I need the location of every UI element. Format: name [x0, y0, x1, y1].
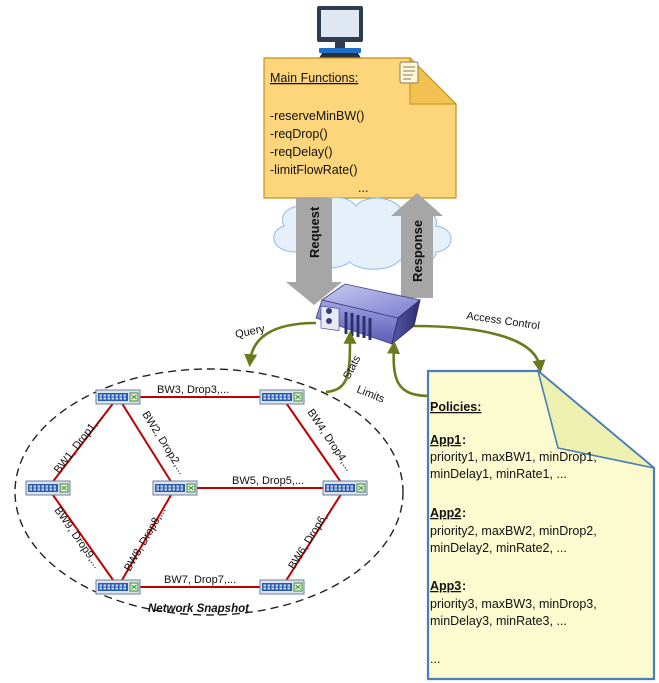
network-snapshot-boundary: [14, 368, 404, 616]
function-req-drop: -reqDrop(): [270, 127, 328, 141]
policies-document: Policies: App1 : priority1, maxBW1, minD…: [426, 368, 656, 681]
policies-ellipsis: ...: [430, 652, 440, 666]
link-bw9: [47, 487, 119, 588]
access-control-label: Access Control: [466, 310, 541, 332]
app3-colon: :: [462, 579, 466, 593]
app1-colon: :: [462, 433, 466, 447]
network-links: [47, 396, 346, 588]
link-bw1: [47, 396, 119, 489]
switch-icon: [259, 579, 305, 595]
function-ellipsis: ...: [358, 181, 368, 195]
link-label-bw5: BW5, Drop5,...: [232, 475, 304, 487]
controller-server-icon: [315, 283, 421, 346]
computer-icon: [317, 6, 363, 60]
switch-icon: [95, 389, 141, 405]
function-limit-flow-rate: -limitFlowRate(): [270, 163, 358, 177]
link-bw2: [117, 396, 176, 489]
app3-params-line2: minDelay3, minRate3, ...: [430, 614, 567, 628]
switch-icon: [152, 480, 198, 496]
policies-title: Policies:: [430, 400, 481, 414]
app2-colon: :: [462, 506, 466, 520]
link-bw4: [281, 396, 346, 489]
switch-icon: [259, 389, 305, 405]
network-snapshot-label: Network Snapshot: [148, 603, 250, 615]
link-label-bw8: BW8, Drop8,...: [122, 505, 168, 573]
stats-arrow: [325, 330, 357, 394]
limits-arrow: [387, 340, 431, 398]
link-bw8: [117, 487, 176, 588]
switch-icon: [95, 579, 141, 595]
switch-icon: [322, 480, 368, 496]
app2-name: App2: [430, 506, 461, 520]
app3-params-line1: priority3, maxBW3, minDrop3,: [430, 597, 597, 611]
stats-label: Stats: [341, 353, 364, 381]
request-arrow: Request: [286, 198, 342, 305]
response-arrow: Response: [391, 193, 443, 298]
link-label-bw7: BW7, Drop7,...: [164, 574, 236, 586]
scroll-icon: [399, 61, 419, 84]
app1-name: App1: [430, 433, 461, 447]
access-control-arrow: [413, 324, 546, 374]
main-functions-title: Main Functions:: [270, 71, 358, 85]
function-reserve-min-bw: -reserveMinBW(): [270, 109, 364, 123]
limits-label: Limits: [355, 384, 387, 406]
app3-name: App3: [430, 579, 461, 593]
app2-params-line2: minDelay2, minRate2, ...: [430, 541, 567, 555]
app2-params-line1: priority2, maxBW2, minDrop2,: [430, 524, 597, 538]
link-label-bw1: BW1, Drop1,...: [52, 412, 106, 476]
link-bw6: [281, 487, 346, 588]
app1-params-line1: priority1, maxBW1, minDrop1,: [430, 450, 597, 464]
switch-icon: [25, 480, 71, 496]
link-label-bw9: BW9, Drop9,...: [52, 505, 103, 571]
request-label: Request: [307, 206, 322, 258]
link-label-bw3: BW3, Drop3,...: [157, 384, 229, 396]
link-labels: BW3, Drop3,... BW1, Drop1,... BW2, Drop2…: [52, 384, 355, 586]
main-functions-note: Main Functions: -reserveMinBW() -reqDrop…: [263, 56, 458, 199]
app1-params-line2: minDelay1, minRate1, ...: [430, 467, 567, 481]
response-label: Response: [410, 220, 425, 282]
function-req-delay: -reqDelay(): [270, 145, 333, 159]
link-label-bw6: BW6, Drop6,...: [286, 504, 334, 572]
query-arrow: [244, 321, 317, 368]
